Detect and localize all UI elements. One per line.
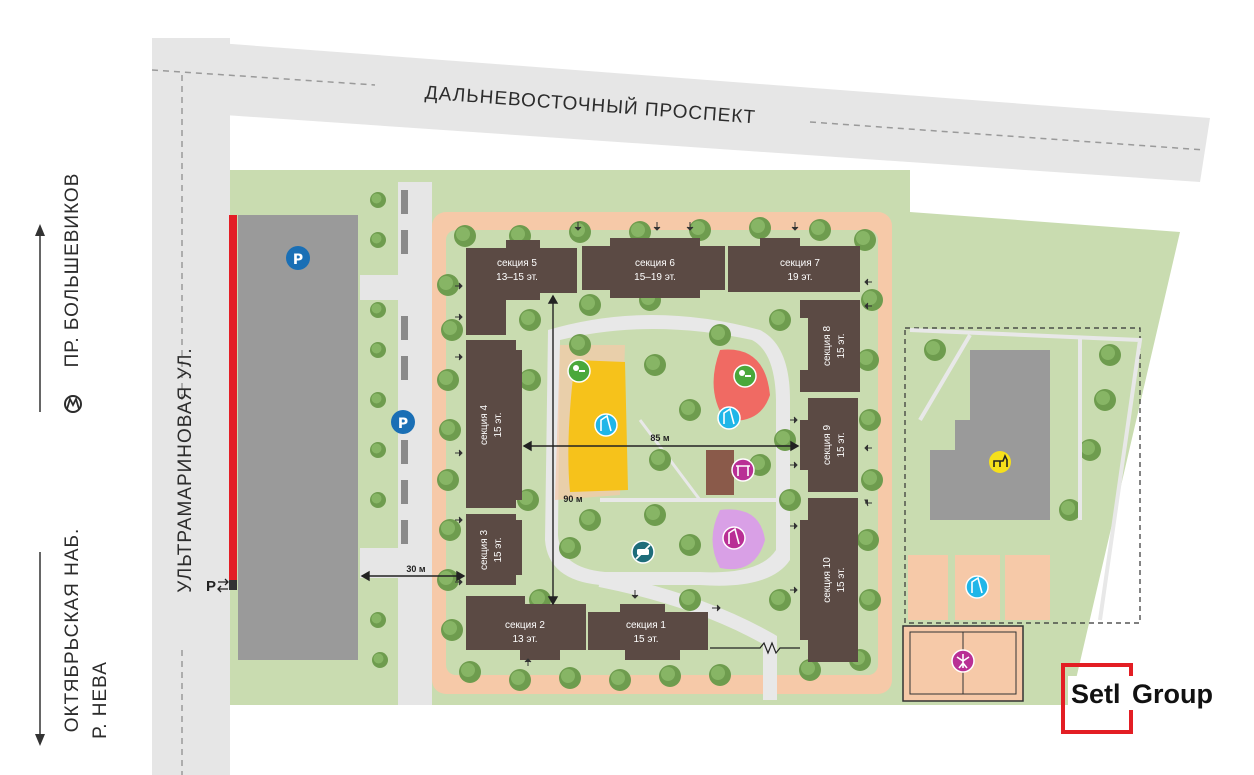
entrance-arrows	[455, 222, 872, 666]
section-9-name: секция 9	[822, 425, 833, 465]
section-5-floors: 13–15 эт.	[496, 272, 538, 283]
direction-label-neva: Р. НЕВА	[90, 661, 111, 739]
section-labels: секция 5 13–15 эт. секция 6 15–19 эт. се…	[479, 258, 847, 645]
section-10-floors: 15 эт.	[836, 567, 847, 592]
road-dash-top	[151, 69, 376, 86]
section-10-name: секция 10	[822, 557, 833, 603]
svg-text:P: P	[293, 252, 303, 268]
section-6-floors: 15–19 эт.	[634, 272, 676, 283]
dog-icon	[989, 451, 1011, 473]
building-section-3	[466, 514, 522, 585]
section-4-name: секция 4	[479, 405, 490, 445]
direction-arrow-north	[35, 224, 45, 412]
building-section-6	[582, 238, 725, 298]
svg-text:Group: Group	[1132, 679, 1213, 709]
setl-group-logo: Setl Group	[1061, 663, 1224, 734]
section-2-name: секция 2	[505, 620, 545, 631]
section-9-floors: 15 эт.	[836, 432, 847, 457]
parking-lot-stripes	[401, 190, 408, 544]
parking-entry-marker	[229, 580, 237, 590]
kindergarten-building	[930, 350, 1050, 520]
section-6-name: секция 6	[635, 258, 675, 269]
section-3-floors: 15 эт.	[493, 537, 504, 562]
metro-icon	[64, 395, 82, 413]
parking-garage-building	[238, 215, 358, 660]
direction-arrow-south	[35, 552, 45, 746]
playground-icon	[717, 406, 741, 430]
section-4-floors: 15 эт.	[493, 412, 504, 437]
playground-icon	[722, 526, 746, 550]
building-section-4	[466, 340, 522, 508]
dimension-85m-label: 85 м	[650, 433, 670, 443]
dimension-lines	[360, 294, 800, 655]
sports-icon	[951, 649, 975, 673]
workout-icon	[731, 458, 755, 482]
playground-icon	[594, 413, 618, 437]
buildings	[466, 238, 860, 662]
dalnevostochny-prospekt-road	[152, 38, 1210, 182]
dimension-90m-label: 90 м	[563, 494, 583, 504]
parking-entry-label: P	[206, 578, 216, 595]
section-2-floors: 13 эт.	[512, 634, 537, 645]
parking-garage-icon: P	[286, 246, 310, 270]
right-block	[902, 327, 1143, 702]
red-line	[229, 215, 237, 580]
svg-text:P: P	[398, 416, 408, 432]
building-section-2	[466, 596, 586, 660]
svg-text:Setl: Setl	[1071, 679, 1121, 709]
playground-icon	[965, 575, 989, 599]
ultramarinovaya-street-road	[152, 38, 230, 775]
parking-entry-arrows-icon	[217, 578, 229, 593]
direction-label-oktyabrskaya: ОКТЯБРЬСКАЯ НАБ.	[62, 528, 83, 733]
section-3-name: секция 3	[479, 530, 490, 570]
courtyard	[545, 315, 790, 700]
building-section-10	[800, 498, 858, 662]
road-label-ultramarinovaya: УЛЬТРАМАРИНОВАЯ УЛ.	[175, 347, 196, 592]
section-8-floors: 15 эт.	[836, 333, 847, 358]
direction-label-bolshevikov: ПР. БОЛЬШЕВИКОВ	[62, 173, 83, 368]
parking-icon: P	[391, 410, 415, 434]
dimension-30m-label: 30 м	[406, 564, 426, 574]
building-section-8	[800, 300, 860, 392]
building-section-1	[588, 604, 708, 660]
building-section-5	[466, 240, 577, 335]
section-1-floors: 15 эт.	[633, 634, 658, 645]
picnic-icon	[733, 364, 757, 388]
building-section-9	[800, 398, 858, 492]
no-cars-icon	[631, 540, 655, 564]
picnic-icon	[567, 359, 591, 383]
roads	[151, 38, 1210, 775]
section-8-name: секция 8	[822, 326, 833, 366]
section-7-floors: 19 эт.	[787, 272, 812, 283]
building-section-7	[728, 238, 860, 292]
section-5-name: секция 5	[497, 258, 537, 269]
section-7-name: секция 7	[780, 258, 820, 269]
section-1-name: секция 1	[626, 620, 666, 631]
